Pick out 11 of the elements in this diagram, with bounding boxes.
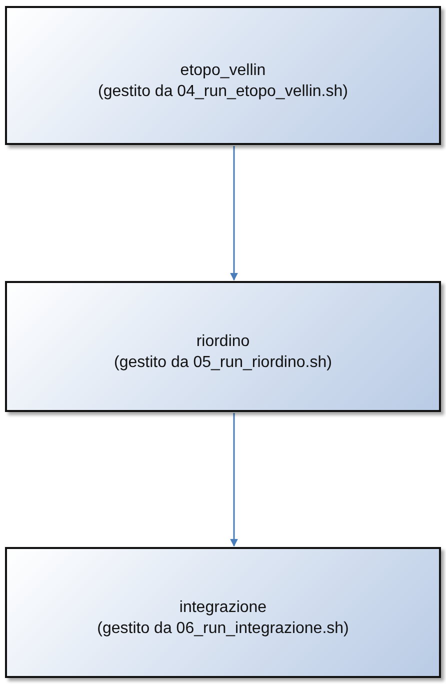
arrow: [230, 413, 238, 547]
process-box: [5, 547, 441, 678]
script-note: (gestito da 05_run_riordino.sh): [114, 352, 332, 372]
script-note: (gestito da 06_run_integrazione.sh): [97, 618, 349, 638]
step-name: etopo_vellin: [180, 60, 266, 80]
process-box: [5, 6, 441, 145]
step-name: integrazione: [179, 598, 267, 618]
script-note: (gestito da 04_run_etopo_vellin.sh): [98, 82, 348, 102]
step-name: riordino: [196, 332, 250, 352]
process-box: [5, 281, 441, 412]
arrow: [230, 146, 238, 281]
